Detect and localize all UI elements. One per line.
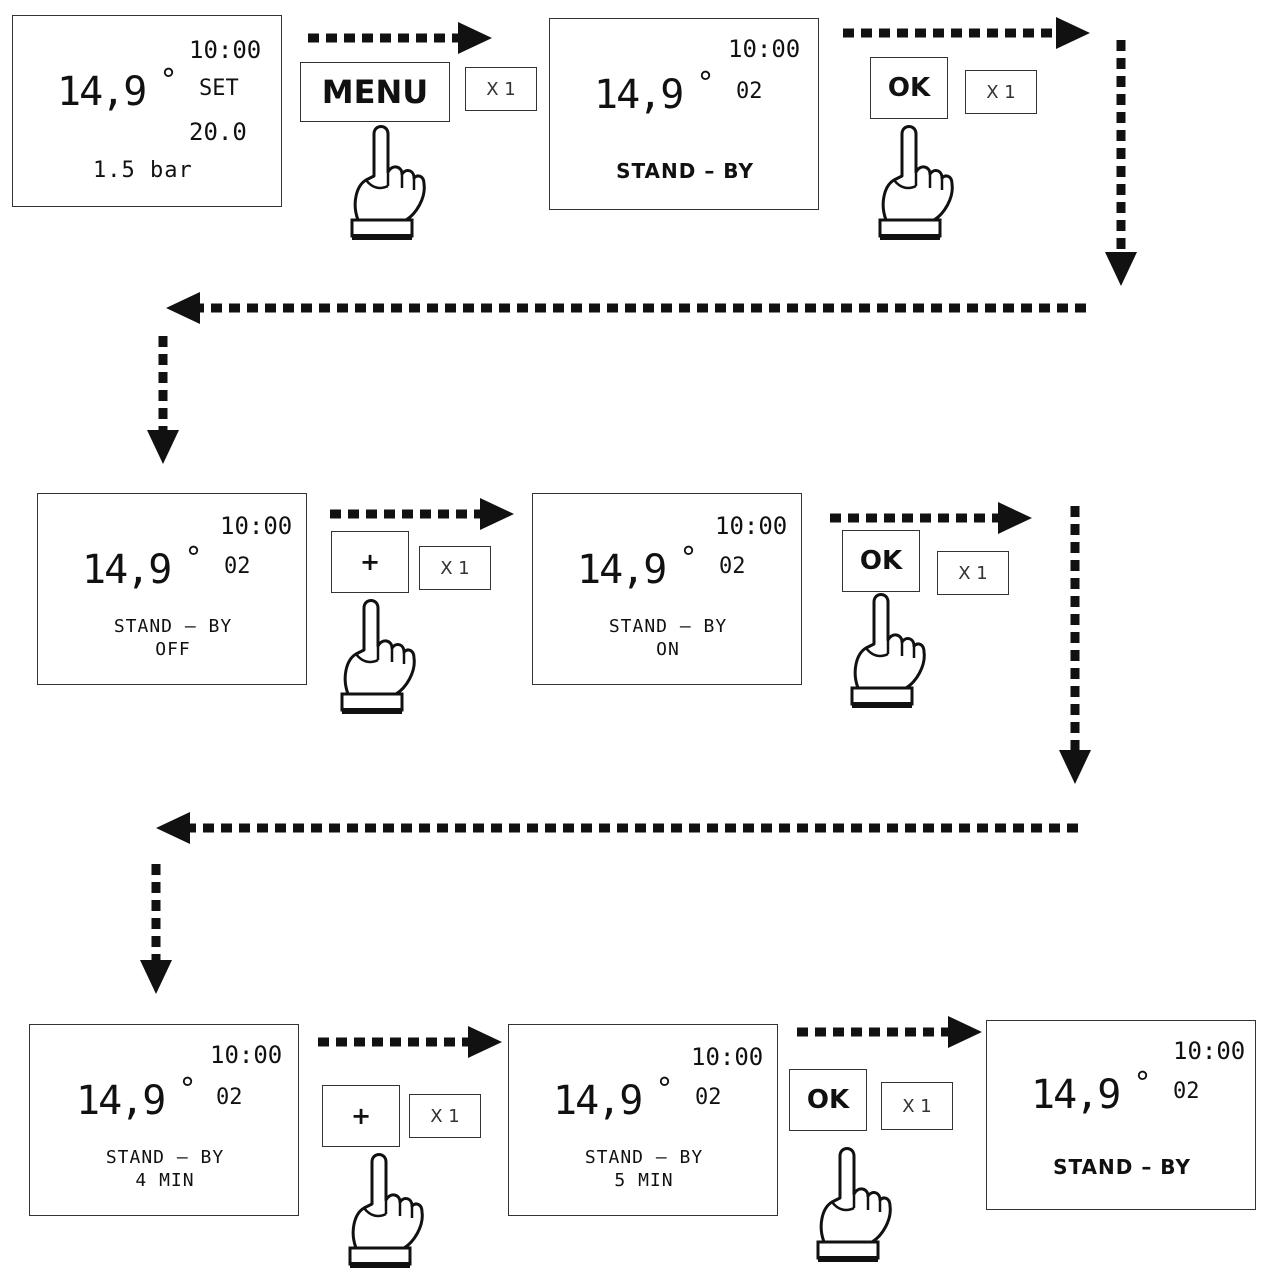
clock-time: 10:00: [1173, 1037, 1246, 1065]
arrowhead-right: [998, 502, 1032, 534]
display-screen-7: 10:00 14,9 ° 02 STAND – BY: [986, 1020, 1256, 1210]
menu-code: 02: [695, 1085, 722, 1110]
degree-symbol: °: [180, 1072, 195, 1107]
pointing-hand-icon: [350, 125, 426, 242]
arrowhead-right: [480, 498, 514, 530]
pointing-hand-icon: [878, 125, 954, 242]
press-count-label: X 1: [881, 1082, 953, 1130]
arrowhead-left: [156, 812, 190, 844]
press-count-label: X 1: [419, 546, 491, 590]
arrowhead-right: [948, 1016, 982, 1048]
status-line: STAND – BY: [608, 616, 728, 637]
arrowhead-left: [166, 292, 200, 324]
degree-symbol: °: [681, 541, 696, 576]
arrowhead-down: [1059, 750, 1091, 784]
arrowhead-right: [1056, 17, 1090, 49]
temperature-value: 14,9: [76, 1078, 166, 1124]
status-value: 4 MIN: [135, 1170, 195, 1191]
ok-button[interactable]: OK: [789, 1069, 867, 1131]
clock-time: 10:00: [715, 512, 788, 540]
ok-button[interactable]: OK: [842, 530, 920, 592]
degree-symbol: °: [1135, 1066, 1150, 1101]
press-count-label: X 1: [409, 1094, 481, 1138]
menu-code: 02: [224, 554, 251, 579]
pointing-hand-icon: [340, 599, 416, 716]
ok-button[interactable]: OK: [870, 57, 948, 119]
status-value: OFF: [155, 639, 191, 660]
display-screen-1: 10:00 14,9 ° SET 20.0 1.5 bar: [12, 15, 282, 207]
temperature-value: 14,9: [594, 72, 684, 118]
degree-symbol: °: [657, 1072, 672, 1107]
display-screen-4: 10:00 14,9 ° 02 STAND – BY ON: [532, 493, 802, 685]
temperature-value: 14,9: [577, 547, 667, 593]
arrowhead-down: [140, 960, 172, 994]
display-screen-6: 10:00 14,9 ° 02 STAND – BY 5 MIN: [508, 1024, 778, 1216]
degree-symbol: °: [186, 541, 201, 576]
clock-time: 10:00: [728, 35, 801, 63]
temperature-value: 14,9: [57, 69, 147, 115]
press-count-label: X 1: [465, 67, 537, 111]
display-screen-3: 10:00 14,9 ° 02 STAND – BY OFF: [37, 493, 307, 685]
plus-button[interactable]: +: [331, 531, 409, 593]
arrowhead-right: [468, 1026, 502, 1058]
status-line: STAND – BY: [616, 159, 754, 183]
pressure-value: 1.5 bar: [93, 158, 193, 183]
arrowhead-down: [1105, 252, 1137, 286]
menu-code: 02: [719, 554, 746, 579]
arrowhead-down: [147, 430, 179, 464]
set-value: 20.0: [189, 118, 247, 146]
status-value: 5 MIN: [614, 1170, 674, 1191]
pointing-hand-icon: [348, 1153, 424, 1270]
status-line: STAND – BY: [584, 1147, 704, 1168]
set-label: SET: [199, 76, 239, 101]
temperature-value: 14,9: [82, 547, 172, 593]
press-count-label: X 1: [937, 551, 1009, 595]
display-screen-2: 10:00 14,9 ° 02 STAND – BY: [549, 18, 819, 210]
menu-code: 02: [736, 79, 763, 104]
degree-symbol: °: [161, 63, 176, 98]
menu-button[interactable]: MENU: [300, 62, 450, 122]
clock-time: 10:00: [691, 1043, 764, 1071]
status-value: ON: [656, 639, 680, 660]
menu-code: 02: [1173, 1079, 1200, 1104]
plus-button[interactable]: +: [322, 1085, 400, 1147]
status-line: STAND – BY: [113, 616, 233, 637]
status-line: STAND – BY: [105, 1147, 225, 1168]
clock-time: 10:00: [210, 1041, 283, 1069]
clock-time: 10:00: [189, 36, 262, 64]
temperature-value: 14,9: [1031, 1072, 1121, 1118]
temperature-value: 14,9: [553, 1078, 643, 1124]
arrowhead-right: [458, 22, 492, 54]
display-screen-5: 10:00 14,9 ° 02 STAND – BY 4 MIN: [29, 1024, 299, 1216]
status-line: STAND – BY: [1053, 1155, 1191, 1179]
press-count-label: X 1: [965, 70, 1037, 114]
pointing-hand-icon: [816, 1147, 892, 1264]
pointing-hand-icon: [850, 593, 926, 710]
degree-symbol: °: [698, 66, 713, 101]
menu-code: 02: [216, 1085, 243, 1110]
clock-time: 10:00: [220, 512, 293, 540]
